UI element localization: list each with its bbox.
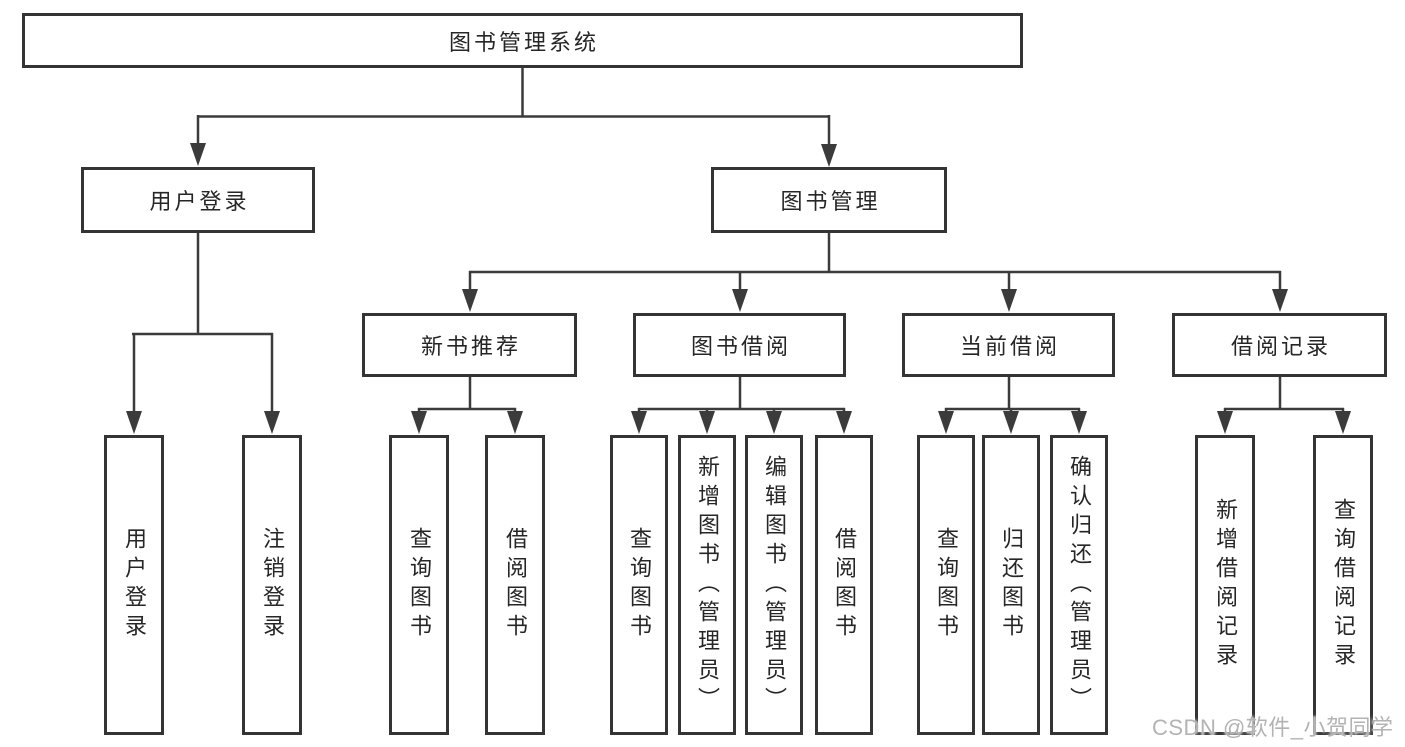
leaf-confirm-return-admin-label: 确认归还（管理员） [1067, 454, 1092, 716]
leaf-add-borrow-record-label: 新增借阅记录 [1213, 498, 1238, 672]
leaf-borrow-books-recommend-label: 借阅图书 [503, 527, 528, 643]
leaf-logout-label: 注销登录 [260, 527, 285, 643]
node-current-borrow: 当前借阅 [902, 313, 1115, 377]
node-user-login: 用户登录 [81, 167, 315, 233]
leaf-query-borrow-record-label: 查询借阅记录 [1331, 498, 1356, 672]
node-book-borrow: 图书借阅 [633, 313, 846, 377]
leaf-borrow-books-recommend: 借阅图书 [485, 435, 545, 735]
leaf-borrow-books-borrow-label: 借阅图书 [832, 527, 857, 643]
leaf-query-books-borrow-label: 查询图书 [627, 527, 652, 643]
node-book-management: 图书管理 [711, 167, 947, 233]
leaf-add-book-admin-label: 新增图书（管理员） [695, 454, 720, 716]
leaf-edit-book-admin: 编辑图书（管理员） [745, 435, 803, 735]
leaf-add-borrow-record: 新增借阅记录 [1195, 435, 1255, 735]
leaf-query-books-current-label: 查询图书 [934, 527, 959, 643]
leaf-query-borrow-record: 查询借阅记录 [1313, 435, 1373, 735]
leaf-query-books-recommend: 查询图书 [389, 435, 449, 735]
leaf-borrow-books-borrow: 借阅图书 [815, 435, 873, 735]
leaf-user-login-label: 用户登录 [122, 527, 147, 643]
leaf-user-login: 用户登录 [104, 435, 164, 735]
leaf-add-book-admin: 新增图书（管理员） [678, 435, 736, 735]
leaf-return-book-label: 归还图书 [999, 527, 1024, 643]
leaf-edit-book-admin-label: 编辑图书（管理员） [762, 454, 787, 716]
leaf-query-books-current: 查询图书 [917, 435, 975, 735]
csdn-watermark: CSDN @软件_小贺同学 [1152, 715, 1394, 740]
leaf-query-books-recommend-label: 查询图书 [407, 527, 432, 643]
leaf-query-books-borrow: 查询图书 [610, 435, 668, 735]
node-borrow-records: 借阅记录 [1172, 313, 1387, 377]
node-new-book-recommend: 新书推荐 [362, 313, 577, 377]
leaf-logout: 注销登录 [242, 435, 302, 735]
node-library-management-system: 图书管理系统 [22, 13, 1023, 68]
leaf-confirm-return-admin: 确认归还（管理员） [1050, 435, 1108, 735]
leaf-return-book: 归还图书 [982, 435, 1040, 735]
